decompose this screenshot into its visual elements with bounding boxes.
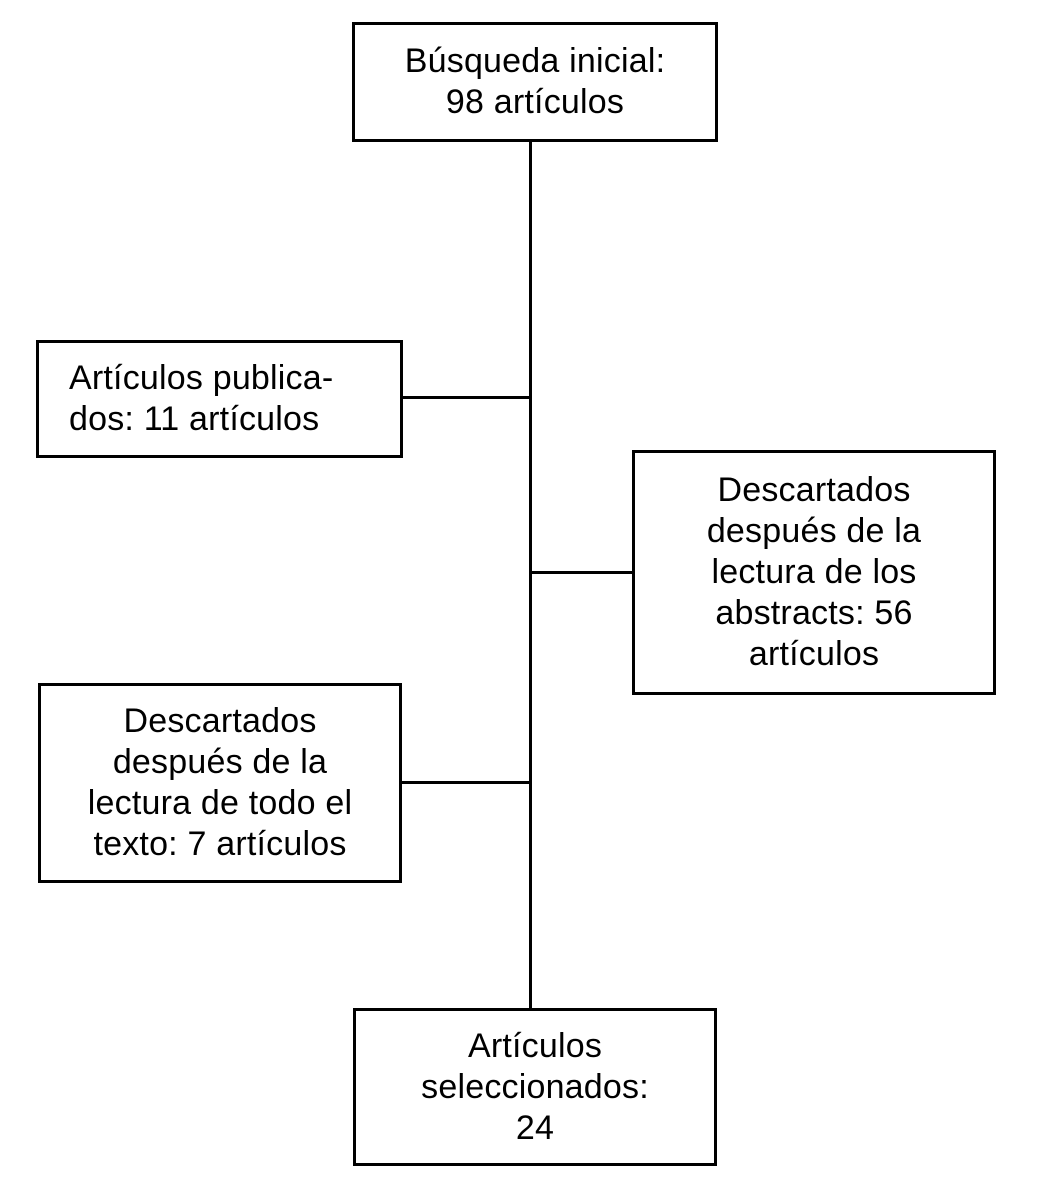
box-text-line: artículos (748, 635, 880, 673)
connector-descartados-abstracts (532, 571, 632, 574)
box-text-line: seleccionados: (421, 1067, 649, 1106)
box-text-line: Descartados (123, 702, 317, 740)
connector-descartados-texto (402, 781, 529, 784)
box-text-line: Artículos (467, 1026, 603, 1065)
box-text-line: Búsqueda inicial: (404, 42, 666, 80)
connector-main-vertical (529, 142, 532, 1008)
box-text-line: abstracts: 56 (715, 594, 913, 632)
box-text-line: texto: 7 artículos (93, 825, 347, 863)
flow-box-descartados-texto-completo: Descartados después de la lectura de tod… (38, 683, 402, 883)
box-text-line: Descartados (717, 471, 911, 509)
box-text-line: lectura de los (711, 553, 917, 591)
box-text-line: dos: 11 artículos (69, 400, 320, 438)
box-text-line: 98 artículos (445, 83, 625, 121)
connector-articulos-publicados (403, 396, 529, 399)
box-text-line: Artículos publica- (69, 359, 334, 397)
flow-box-descartados-abstracts: Descartados después de la lectura de los… (632, 450, 996, 695)
box-text-line: después de la (112, 743, 328, 781)
flow-box-busqueda-inicial: Búsqueda inicial: 98 artículos (352, 22, 718, 142)
box-text-line: 24 (515, 1108, 555, 1147)
box-text-line: lectura de todo el (87, 784, 353, 822)
flow-box-articulos-publicados: Artículos publica- dos: 11 artículos (36, 340, 403, 458)
box-text-line: después de la (706, 512, 922, 550)
flow-box-articulos-seleccionados: Artículos seleccionados: 24 (353, 1008, 717, 1166)
